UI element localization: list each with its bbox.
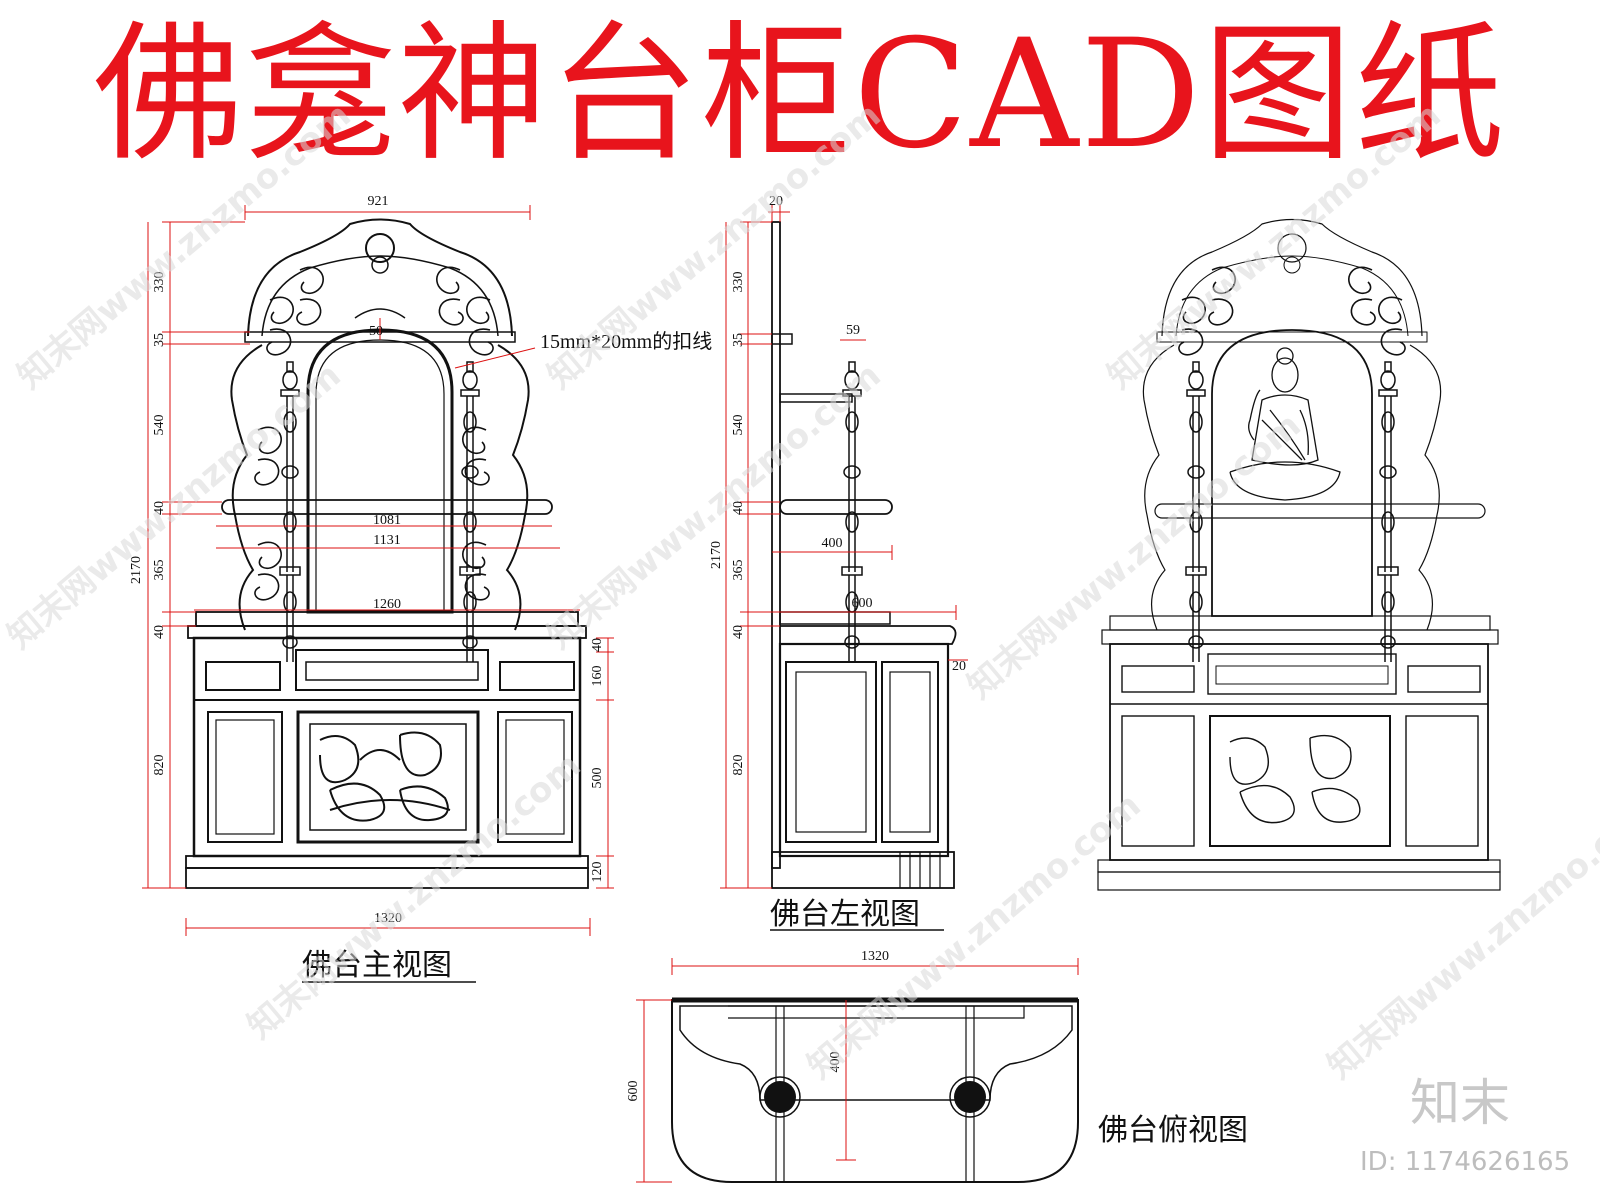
left-dim-w400: 400: [822, 536, 843, 551]
watermark-text: 知末网www.znzmo.com: [10, 95, 359, 397]
top-dim-inner: 400: [828, 1052, 843, 1073]
watermark-text: 知末网www.znzmo.com: [1320, 785, 1600, 1087]
left-dim-h820: 820: [731, 755, 746, 776]
left-dim-side20: 20: [952, 659, 966, 674]
top-dim-width: 1320: [861, 949, 889, 964]
front-dim-w1260: 1260: [373, 597, 401, 612]
top-dim-depth: 600: [626, 1081, 641, 1102]
front-dim-arch-small: 50: [369, 324, 383, 339]
front-dim-top-width: 921: [368, 194, 389, 209]
left-dim-post: 59: [846, 323, 860, 338]
top-view-caption: 佛台俯视图: [1098, 1113, 1248, 1148]
left-dim-w600: 600: [852, 596, 873, 611]
front-view-caption: 佛台主视图: [302, 948, 452, 983]
front-dim-h330: 330: [152, 272, 167, 293]
front-dim-h820: 820: [152, 755, 167, 776]
front-dim-w1320: 1320: [374, 911, 402, 926]
watermark-text: 知末网www.znzmo.com: [1100, 95, 1449, 397]
front-view: 921 2170 330 35 540 40 365 40 820 1081 1…: [129, 194, 712, 983]
front-dim-r40: 40: [590, 638, 605, 652]
front-dim-overall-height: 2170: [129, 556, 144, 584]
front-note-trim: 15mm*20mm的扣线: [540, 330, 712, 353]
watermark-text: 知末网www.znzmo.com: [540, 95, 889, 397]
front-dim-r120: 120: [590, 862, 605, 883]
front-dim-w1081: 1081: [373, 513, 401, 528]
front-dim-h40a: 40: [152, 501, 167, 515]
left-dim-h365: 365: [731, 560, 746, 581]
front-dim-h540: 540: [152, 415, 167, 436]
page-title: 佛龛神台柜CAD图纸: [93, 8, 1507, 182]
watermark-layer: 知末网www.znzmo.com 知末网www.znzmo.com 知末网www…: [0, 95, 1600, 1177]
watermark-text: 知末网www.znzmo.com: [960, 405, 1309, 707]
brand-logo: 知末: [1410, 1074, 1510, 1132]
front-dim-h365: 365: [152, 560, 167, 581]
buddha-figure: [1229, 347, 1341, 501]
left-dim-h540: 540: [731, 415, 746, 436]
left-dim-h330: 330: [731, 272, 746, 293]
top-view: 1320 600 400 佛台俯视图: [626, 949, 1248, 1183]
front-dim-r160: 160: [590, 666, 605, 687]
image-id: ID: 1174626165: [1360, 1147, 1570, 1177]
front-dim-h40b: 40: [152, 625, 167, 639]
left-dim-h35: 35: [731, 333, 746, 347]
front-dim-h35: 35: [152, 333, 167, 347]
front-view-with-buddha: [1097, 218, 1501, 891]
left-view-caption: 佛台左视图: [770, 897, 920, 932]
left-dim-overall-height: 2170: [709, 541, 724, 569]
left-dim-top: 20: [769, 194, 783, 209]
front-dim-r500: 500: [590, 768, 605, 789]
front-dim-w1131: 1131: [373, 533, 400, 548]
left-dim-h40a: 40: [731, 501, 746, 515]
left-view: 20 59 2170 330 35 540 40 365 40 820 400 …: [709, 194, 968, 932]
left-dim-h40b: 40: [731, 625, 746, 639]
